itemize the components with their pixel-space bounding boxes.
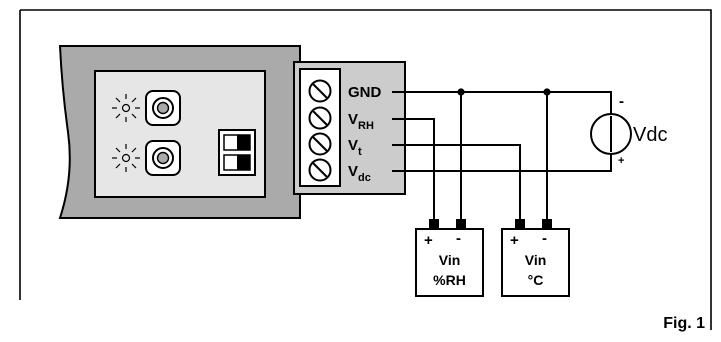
- meter-input-label: Vin: [439, 252, 461, 268]
- meter-minus-sign: -: [456, 230, 461, 247]
- wiring: [392, 91, 612, 220]
- dip-switch-icon[interactable]: [218, 129, 256, 176]
- meter-input-label: Vin: [525, 252, 547, 268]
- push-button-icon[interactable]: [145, 140, 181, 176]
- terminal-screw-icon: [308, 158, 332, 182]
- terminal-screw-icon: [308, 79, 332, 103]
- terminal-screw-icon: [308, 106, 332, 130]
- meter-plus-sign: +: [424, 232, 433, 249]
- temperature-voltmeter: + - Vin °C: [501, 228, 570, 297]
- terminal-screw-icon: [308, 132, 332, 156]
- led-indicator-icon: [112, 94, 140, 122]
- vt-wire: [392, 144, 521, 220]
- vrh-wire: [392, 118, 435, 220]
- dc-supply-symbol: [590, 113, 632, 155]
- meter-unit-label: %RH: [433, 272, 466, 288]
- meter-unit-label: °C: [528, 272, 544, 288]
- push-button-icon[interactable]: [145, 90, 181, 126]
- meter-plus-sign: +: [510, 232, 519, 249]
- terminal-label-vt: Vt: [348, 137, 362, 158]
- figure-label: Fig. 1: [663, 315, 705, 332]
- rh-voltmeter: + - Vin %RH: [415, 228, 484, 297]
- meter-minus-sign: -: [542, 230, 547, 247]
- terminal-label-vrh: VRH: [348, 111, 374, 132]
- terminal-label-gnd: GND: [348, 84, 382, 101]
- supply-minus-sign: -: [619, 93, 624, 110]
- supply-plus-sign: +: [618, 155, 624, 167]
- figure-border: [19, 9, 712, 330]
- vdc-wire: [392, 154, 612, 172]
- terminal-label-vdc: Vdc: [348, 163, 371, 184]
- supply-voltage-label: Vdc: [633, 124, 667, 146]
- meter-pins: [429, 219, 552, 229]
- wire-junctions: [457, 88, 551, 96]
- gnd-wire: [392, 91, 612, 114]
- led-indicator-icon: [112, 144, 140, 172]
